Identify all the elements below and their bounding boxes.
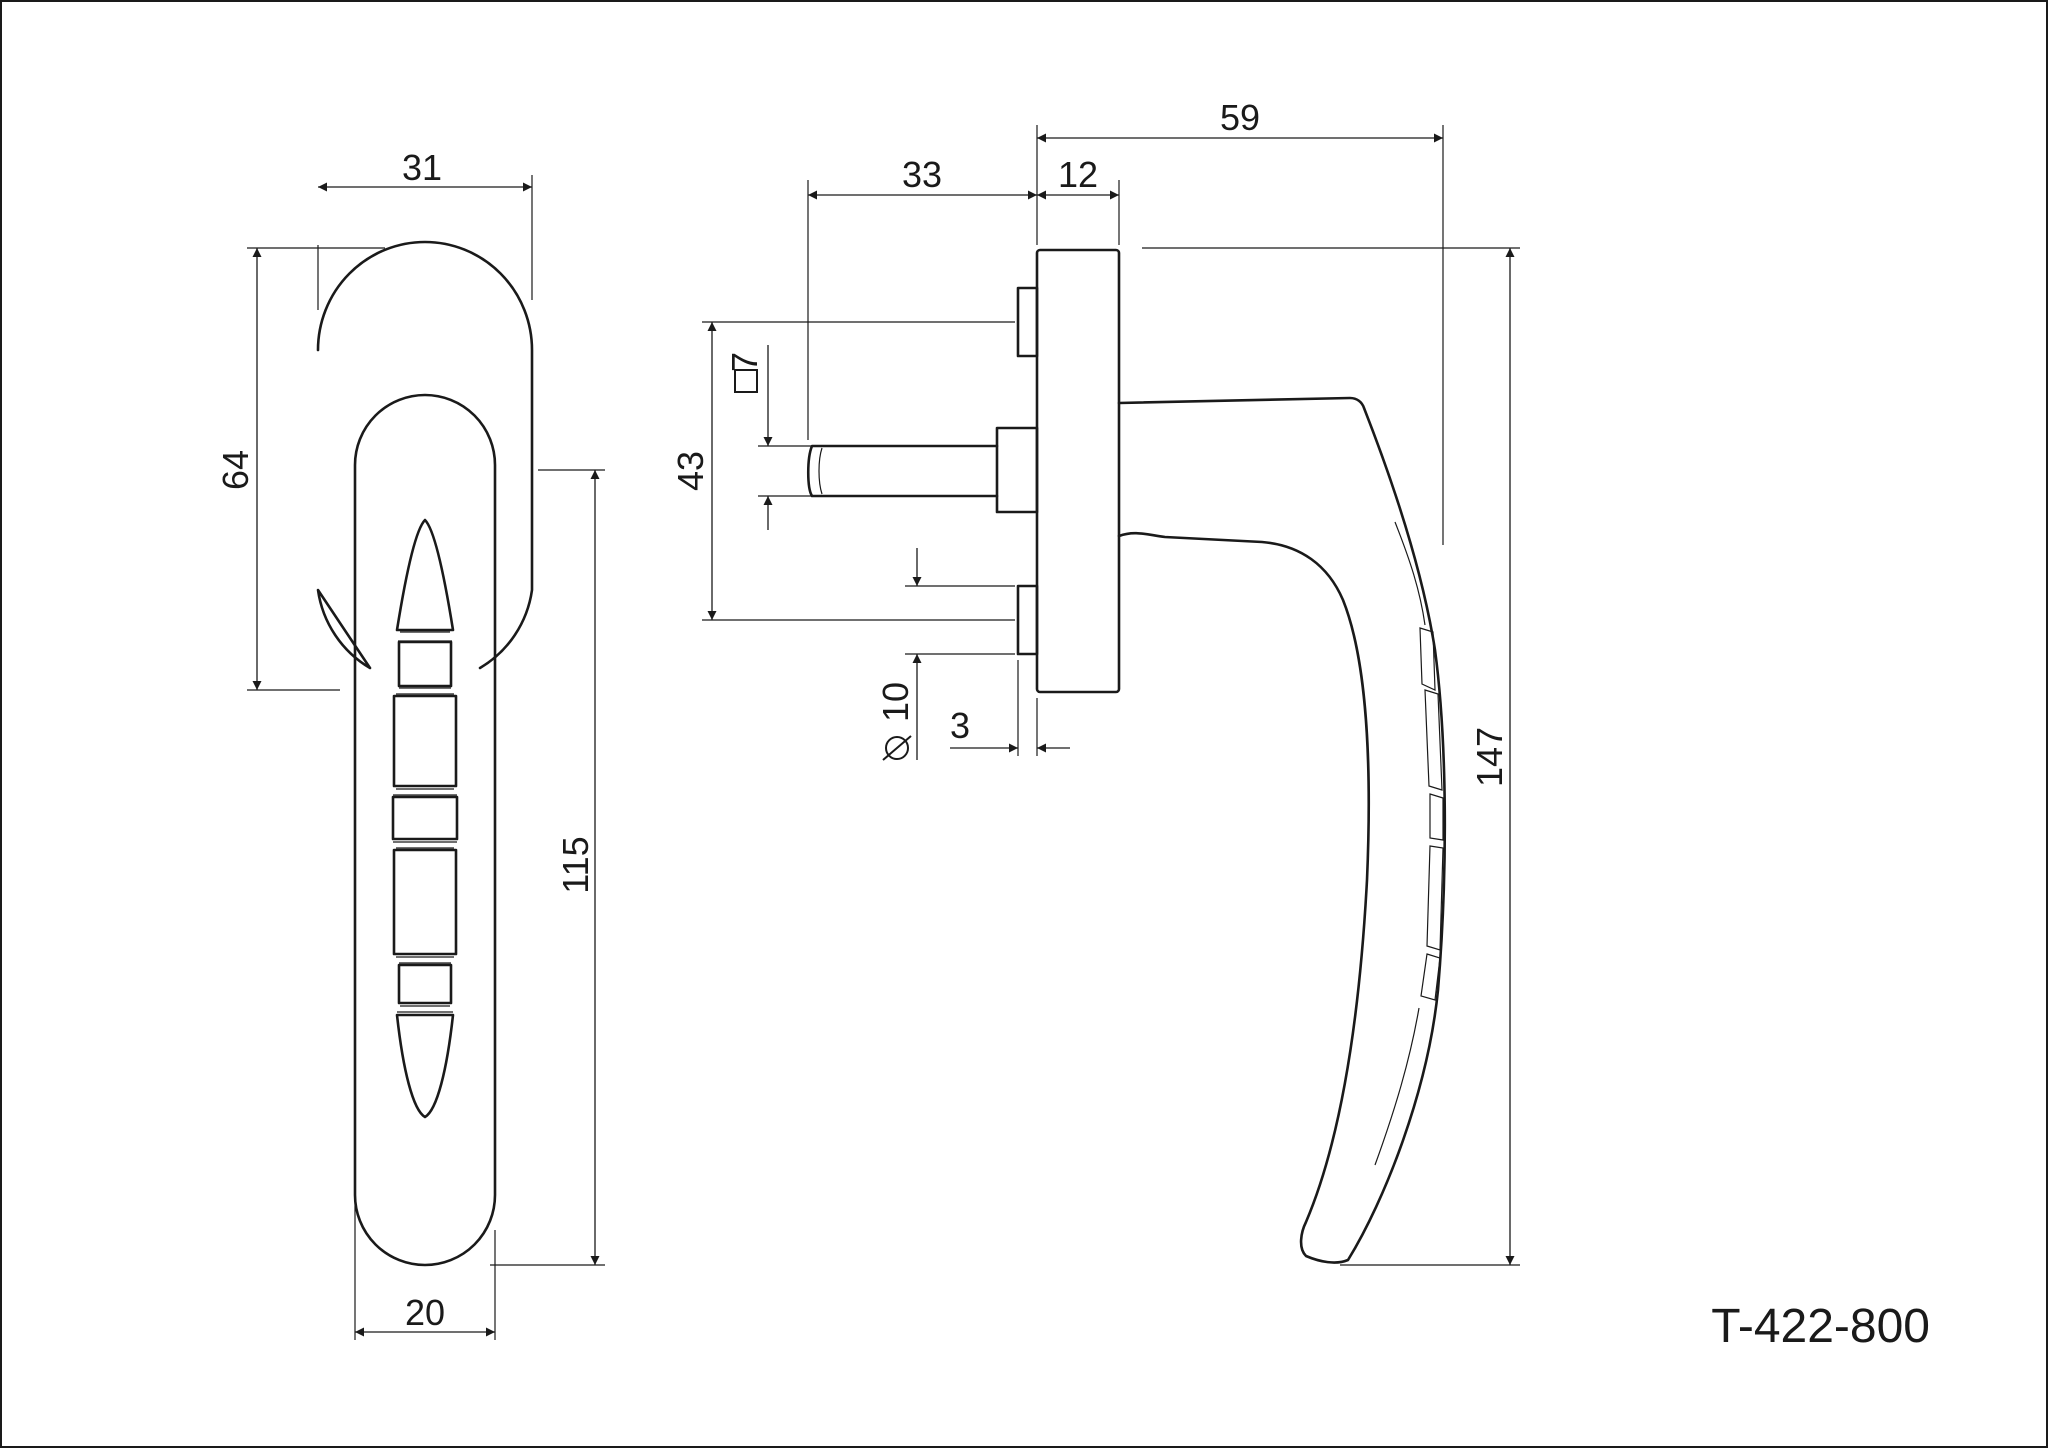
dim-rose-height: 64 [215, 247, 385, 691]
grip-outline [353, 393, 497, 1267]
dim-spindle-length-label: 33 [902, 154, 942, 195]
dim-rose-depth-label: 12 [1058, 154, 1098, 195]
dim-spindle-square-label: 7 [724, 352, 765, 372]
rose-outline [316, 240, 534, 670]
dim-total-length-label: 147 [1469, 727, 1510, 787]
front-view: 31 64 115 20 [215, 147, 605, 1340]
dim-grip-length-label: 115 [555, 836, 596, 893]
grip-insert [391, 518, 459, 1119]
dim-screw-protrusion-label: 3 [950, 705, 970, 746]
part-code: T-422-800 [1711, 1300, 1930, 1353]
dim-total-projection-label: 59 [1220, 97, 1260, 138]
dim-total-length: 147 [1142, 247, 1520, 1266]
lever-back-segments [1374, 521, 1444, 1166]
dim-grip-length: 115 [490, 469, 605, 1266]
dim-rose-height-label: 64 [215, 450, 256, 490]
dim-grip-width: 20 [354, 1200, 496, 1340]
side-view: 59 33 12 147 43 [670, 97, 1520, 1266]
dim-screw-diameter: 10 [875, 548, 1015, 761]
dim-screw-diameter-label: 10 [875, 682, 916, 722]
dim-grip-width-label: 20 [405, 1292, 445, 1333]
dim-screw-spacing-label: 43 [670, 451, 711, 491]
lever-outline [1117, 396, 1447, 1264]
dim-screw-protrusion: 3 [950, 660, 1070, 756]
dim-spindle-square: 7 [724, 345, 995, 530]
spindle-collar [995, 426, 1039, 514]
rose-plate [1035, 248, 1121, 694]
dim-screw-spacing: 43 [670, 321, 1015, 621]
dim-total-projection: 59 [1036, 97, 1444, 545]
dim-rose-width: 31 [317, 147, 533, 310]
screw-top [1016, 286, 1039, 358]
square-symbol [734, 369, 758, 393]
dim-rose-depth: 12 [1037, 154, 1120, 245]
diameter-symbol [882, 735, 912, 761]
spindle [806, 444, 999, 498]
screw-bottom [1016, 584, 1039, 656]
dim-rose-width-label: 31 [402, 147, 442, 188]
dim-spindle-length: 33 [807, 154, 1037, 440]
